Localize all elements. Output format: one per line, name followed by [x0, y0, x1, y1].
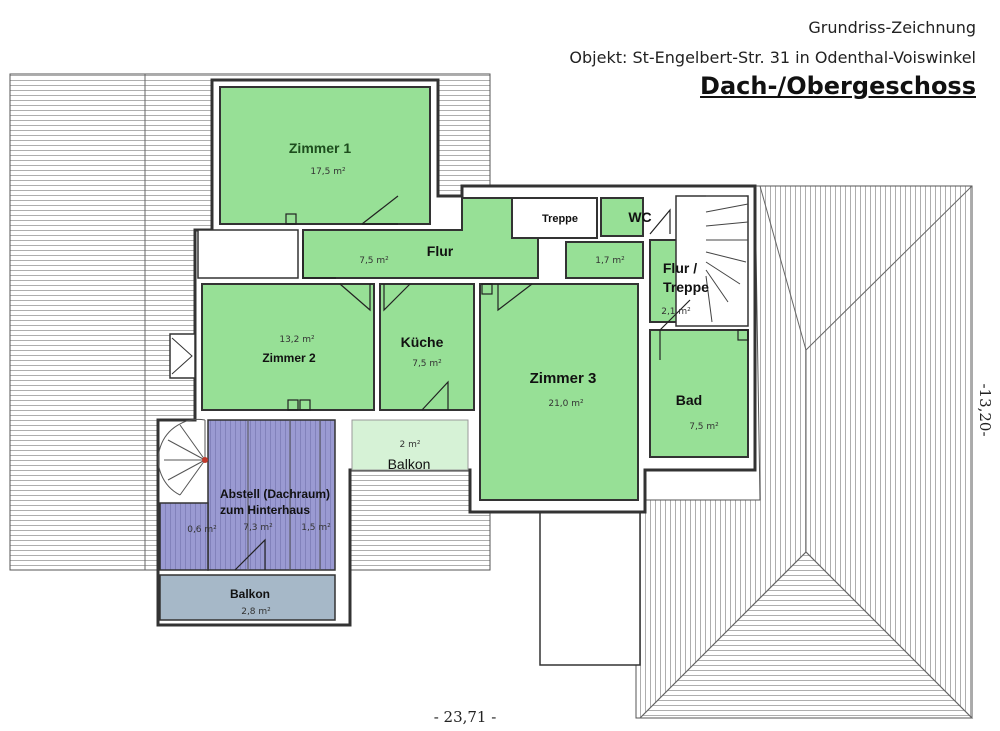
balkon-1-area: 2 m² — [400, 440, 421, 450]
flur-treppe-area: 2,1 m² — [661, 307, 691, 317]
kueche-area: 7,5 m² — [412, 359, 442, 369]
abstell-label-1: Abstell (Dachraum) — [220, 487, 330, 501]
abstell-area-c: 1,5 m² — [301, 523, 331, 533]
zimmer-3-area: 21,0 m² — [548, 399, 584, 409]
room-balkon-1[interactable] — [351, 419, 469, 471]
floor-title: Dach-/Obergeschoss — [700, 72, 976, 100]
room-abstell[interactable] — [159, 419, 336, 571]
depth-dimension: -13,20- — [976, 383, 994, 436]
drawing-type-label: Grundriss-Zeichnung — [808, 18, 976, 37]
width-dimension: - 23,71 - — [434, 708, 497, 726]
room-balkon-2[interactable] — [159, 574, 336, 621]
room-zimmer-3[interactable] — [479, 283, 639, 501]
zimmer-1-area: 17,5 m² — [310, 167, 346, 177]
door-swings — [234, 195, 749, 571]
lower-passage — [539, 499, 641, 666]
zimmer-3-label: Zimmer 3 — [530, 370, 597, 387]
balkon-1-label: Balkon — [388, 456, 431, 472]
treppe-label: Treppe — [542, 213, 578, 225]
spiral-stair-left — [157, 418, 208, 496]
room-zimmer-2[interactable] — [201, 283, 375, 411]
abstell-area-b: 7,3 m² — [243, 523, 273, 533]
flur-treppe-label-1: Flur / — [663, 260, 697, 276]
flur-area: 7,5 m² — [359, 256, 389, 266]
room-wc[interactable] — [600, 197, 644, 237]
zimmer-1-label: Zimmer 1 — [289, 140, 351, 156]
dormer-left — [169, 229, 299, 379]
room-wc-area[interactable] — [565, 241, 644, 279]
zimmer-2-area: 13,2 m² — [279, 335, 315, 345]
bad-label: Bad — [676, 392, 702, 408]
abstell-label-2: zum Hinterhaus — [220, 503, 310, 517]
room-zimmer-1[interactable] — [219, 86, 431, 225]
room-bad[interactable] — [649, 329, 749, 458]
wc-label: WC — [628, 209, 651, 225]
flur-treppe-label-2: Treppe — [663, 279, 709, 295]
object-address: Objekt: St-Engelbert-Str. 31 in Odenthal… — [569, 48, 976, 67]
balkon-2-area: 2,8 m² — [241, 607, 271, 617]
flur-label: Flur — [427, 243, 454, 259]
balkon-2-label: Balkon — [230, 587, 270, 601]
bad-area: 7,5 m² — [689, 422, 719, 432]
room-treppe[interactable] — [511, 197, 598, 239]
stair-top-right — [675, 195, 749, 327]
abstell-area-a: 0,6 m² — [187, 525, 217, 535]
wc-area: 1,7 m² — [595, 256, 625, 266]
room-kueche[interactable] — [379, 283, 475, 411]
zimmer-2-label: Zimmer 2 — [262, 351, 316, 365]
kueche-label: Küche — [401, 334, 444, 350]
roof-right — [635, 185, 974, 719]
